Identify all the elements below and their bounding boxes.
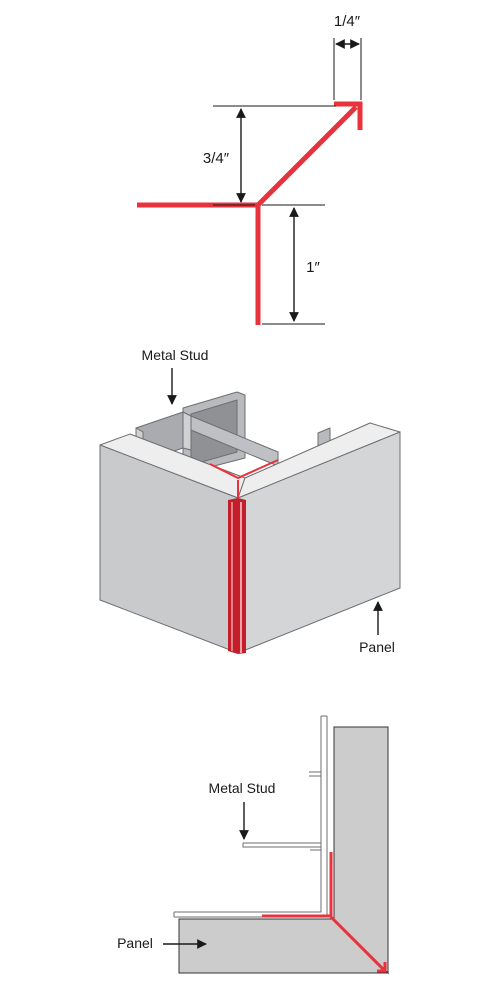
iso-label-metal-stud: Metal Stud <box>142 347 209 363</box>
plan-section-diagram: Metal Stud Panel <box>0 700 500 1000</box>
section-metal-stud <box>173 715 328 918</box>
dimension-leg-length: 1″ <box>262 204 325 325</box>
corner-trim-isometric <box>209 459 279 654</box>
plan-section-svg: Metal Stud Panel <box>117 715 390 975</box>
section-label-metal-stud: Metal Stud <box>209 780 276 796</box>
section-label-panel: Panel <box>117 935 153 951</box>
isometric-corner-diagram: Metal Stud Panel <box>0 340 500 670</box>
dimension-return-height: 3/4″ <box>203 105 336 206</box>
section-trim <box>262 852 387 973</box>
dimension-return-width: 1/4″ <box>333 13 362 100</box>
trim-profile-diagram: 1/4″ 3/4″ 1″ <box>0 0 500 340</box>
section-panel-horizontal <box>178 918 390 974</box>
dim-label-return-height: 3/4″ <box>203 150 230 167</box>
iso-label-panel: Panel <box>359 639 395 655</box>
dim-label-return-width: 1/4″ <box>334 13 361 30</box>
panel-right-face <box>237 431 401 654</box>
isometric-corner-svg: Metal Stud Panel <box>99 347 401 655</box>
dim-label-leg-length: 1″ <box>306 259 320 276</box>
trim-profile-svg: 1/4″ 3/4″ 1″ <box>137 13 363 325</box>
trim-profile-shape <box>137 101 363 325</box>
section-panels <box>178 726 390 975</box>
